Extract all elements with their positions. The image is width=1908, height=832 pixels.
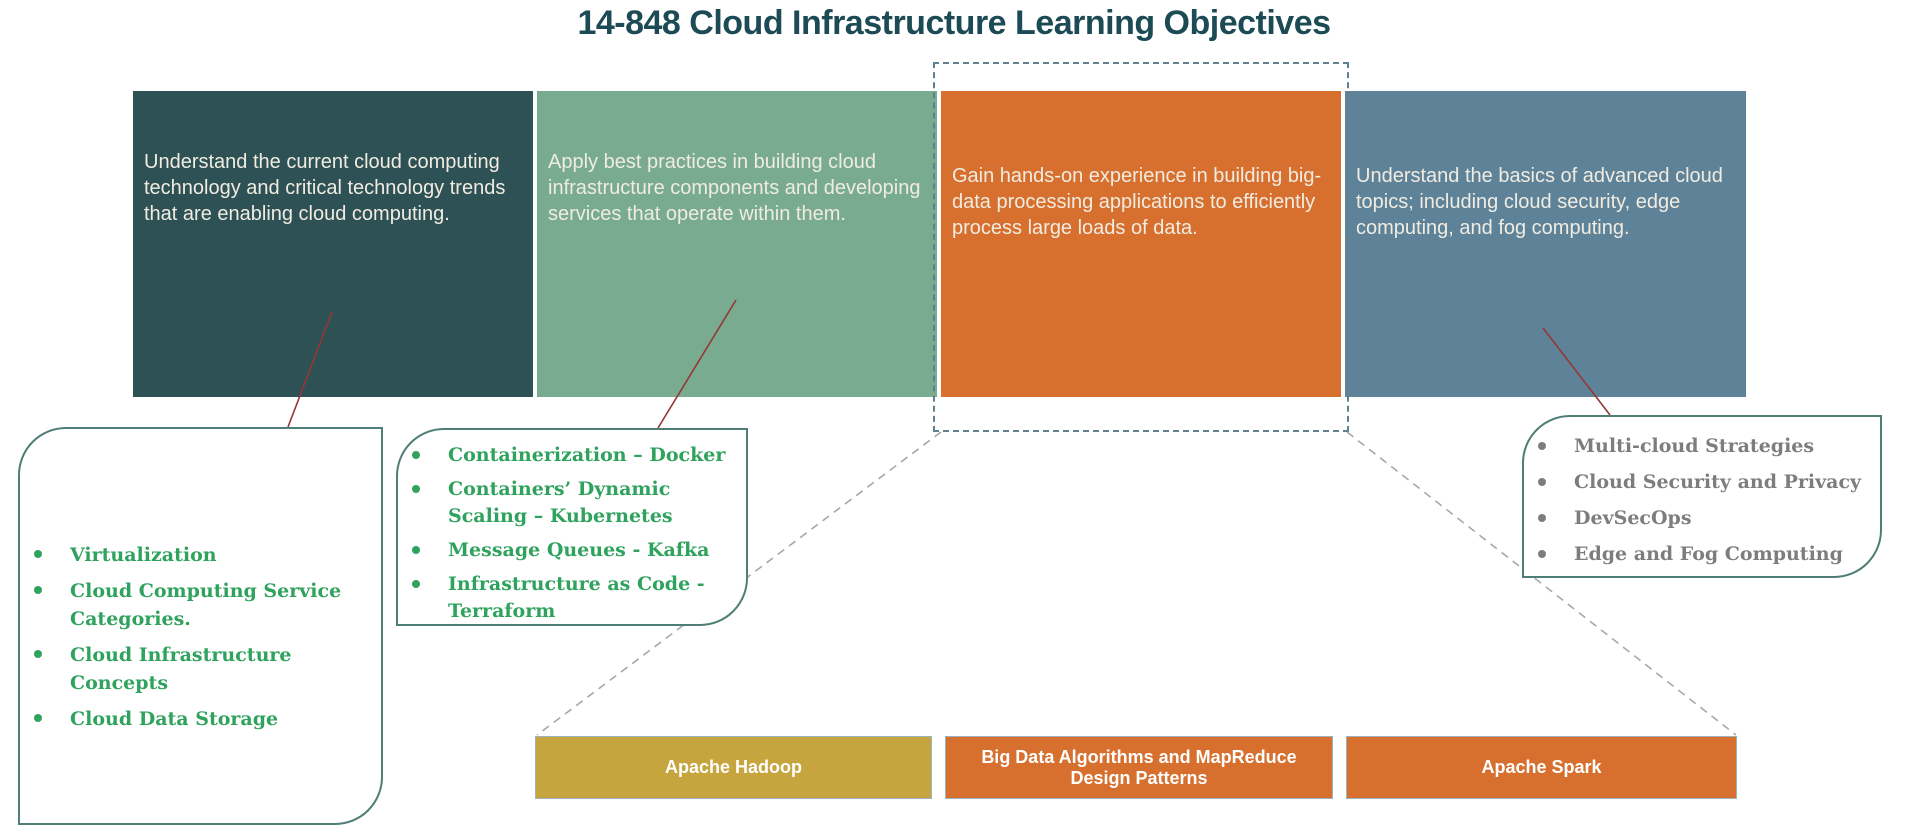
callout-advanced-topics: Multi-cloud Strategies Cloud Security an… bbox=[1522, 415, 1882, 578]
list-item: Containers’ Dynamic Scaling – Kubernetes bbox=[412, 476, 736, 530]
bullet-icon bbox=[412, 546, 420, 554]
list-item-label: Infrastructure as Code - Terraform bbox=[448, 573, 705, 622]
list-item-label: Virtualization bbox=[70, 544, 217, 566]
list-item-label: DevSecOps bbox=[1574, 507, 1692, 529]
callout-mid-list: Containerization – Docker Containers’ Dy… bbox=[398, 430, 746, 625]
bullet-icon bbox=[34, 650, 42, 658]
highlight-frame bbox=[933, 62, 1349, 432]
bullet-icon bbox=[1538, 478, 1546, 486]
objective-text-2: Apply best practices in building cloud i… bbox=[548, 151, 921, 225]
list-item: Multi-cloud Strategies bbox=[1538, 433, 1870, 460]
list-item-label: Cloud Computing Service Categories. bbox=[70, 580, 342, 630]
bottom-segment-spark: Apache Spark bbox=[1346, 736, 1737, 799]
list-item-label: Containerization – Docker bbox=[448, 444, 726, 466]
callout-right-list: Multi-cloud Strategies Cloud Security an… bbox=[1524, 417, 1880, 568]
list-item: Edge and Fog Computing bbox=[1538, 541, 1870, 568]
bottom-segment-mapreduce: Big Data Algorithms and MapReduce Design… bbox=[945, 736, 1333, 799]
bullet-icon bbox=[34, 550, 42, 558]
callout-cloud-basics: Virtualization Cloud Computing Service C… bbox=[18, 427, 383, 825]
bullet-icon bbox=[1538, 442, 1546, 450]
list-item-label: Containers’ Dynamic Scaling – Kubernetes bbox=[448, 478, 673, 527]
bullet-icon bbox=[412, 451, 420, 459]
list-item: DevSecOps bbox=[1538, 505, 1870, 532]
objective-text-3: Gain hands-on experience in building big… bbox=[952, 165, 1322, 239]
page-title: 14-848 Cloud Infrastructure Learning Obj… bbox=[577, 4, 1331, 42]
list-item-label: Message Queues - Kafka bbox=[448, 539, 710, 561]
bullet-icon bbox=[412, 580, 420, 588]
list-item: Infrastructure as Code - Terraform bbox=[412, 571, 736, 625]
bottom-segment-label: Apache Spark bbox=[1481, 757, 1602, 777]
list-item: Cloud Data Storage bbox=[34, 705, 371, 733]
list-item-label: Multi-cloud Strategies bbox=[1574, 435, 1815, 457]
callout-infrastructure-tools: Containerization – Docker Containers’ Dy… bbox=[396, 428, 748, 626]
objective-text-4: Understand the basics of advanced cloud … bbox=[1356, 165, 1723, 239]
bullet-icon bbox=[412, 485, 420, 493]
objective-box-current-cloud: Understand the current cloud computing t… bbox=[133, 91, 533, 397]
bottom-segment-label: Big Data Algorithms and MapReduce Design… bbox=[981, 746, 1297, 788]
list-item: Cloud Security and Privacy bbox=[1538, 469, 1870, 496]
bullet-icon bbox=[1538, 514, 1546, 522]
list-item: Virtualization bbox=[34, 541, 371, 569]
bullet-icon bbox=[1538, 550, 1546, 558]
list-item: Cloud Infrastructure Concepts bbox=[34, 641, 371, 697]
objective-box-advanced-topics: Understand the basics of advanced cloud … bbox=[1345, 91, 1746, 397]
callout-left-list: Virtualization Cloud Computing Service C… bbox=[20, 429, 381, 733]
bottom-segment-label: Apache Hadoop bbox=[664, 757, 802, 777]
list-item-label: Edge and Fog Computing bbox=[1574, 543, 1843, 565]
list-item-label: Cloud Infrastructure Concepts bbox=[70, 644, 292, 694]
list-item-label: Cloud Security and Privacy bbox=[1574, 471, 1862, 493]
list-item: Containerization – Docker bbox=[412, 442, 736, 469]
bottom-segment-hadoop: Apache Hadoop bbox=[535, 736, 932, 799]
objective-box-best-practices: Apply best practices in building cloud i… bbox=[537, 91, 937, 397]
list-item: Cloud Computing Service Categories. bbox=[34, 577, 371, 633]
objective-box-big-data: Gain hands-on experience in building big… bbox=[941, 91, 1341, 397]
objective-text-1: Understand the current cloud computing t… bbox=[144, 151, 506, 225]
list-item-label: Cloud Data Storage bbox=[70, 708, 279, 730]
bullet-icon bbox=[34, 714, 42, 722]
list-item: Message Queues - Kafka bbox=[412, 537, 736, 564]
bullet-icon bbox=[34, 586, 42, 594]
